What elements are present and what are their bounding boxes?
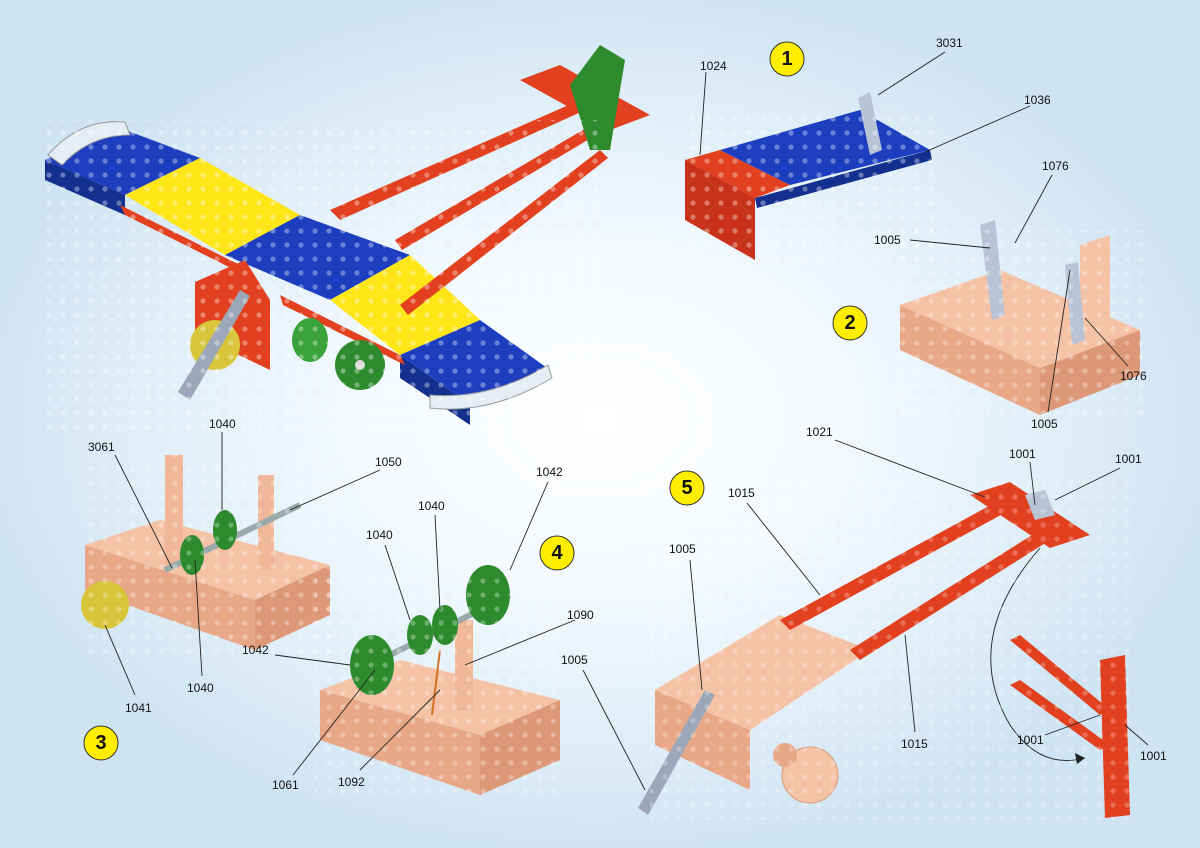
part-label: 1021 xyxy=(806,425,833,439)
part-label: 1001 xyxy=(1009,447,1036,461)
step-3-parts xyxy=(80,455,335,655)
svg-text:3: 3 xyxy=(95,732,106,754)
part-label: 1040 xyxy=(366,528,393,542)
svg-text:5: 5 xyxy=(681,477,692,499)
step-badge-3: 3 xyxy=(83,725,119,761)
part-label: 1040 xyxy=(209,417,236,431)
step-badge-1: 1 xyxy=(769,41,805,77)
step-badge-2: 2 xyxy=(832,305,868,341)
part-label: 1040 xyxy=(418,499,445,513)
step-1-parts xyxy=(685,92,935,260)
part-label: 1042 xyxy=(242,643,269,657)
step-2-parts xyxy=(900,220,1145,420)
part-label: 3031 xyxy=(936,36,963,50)
part-label: 1076 xyxy=(1120,369,1147,383)
part-label: 1001 xyxy=(1140,749,1167,763)
part-label: 1092 xyxy=(338,775,365,789)
part-label: 1061 xyxy=(272,778,299,792)
part-label: 1005 xyxy=(874,233,901,247)
finished-airplane-model xyxy=(45,45,650,430)
part-label: 1042 xyxy=(536,465,563,479)
part-label: 1036 xyxy=(1024,93,1051,107)
part-label: 1005 xyxy=(669,542,696,556)
part-label: 1040 xyxy=(187,681,214,695)
step-badge-5: 5 xyxy=(669,470,705,506)
part-label: 1090 xyxy=(567,608,594,622)
part-label: 1050 xyxy=(375,455,402,469)
part-label: 1024 xyxy=(700,59,727,73)
part-label: 3061 xyxy=(88,440,115,454)
svg-text:2: 2 xyxy=(844,312,855,334)
part-label: 1076 xyxy=(1042,159,1069,173)
leader-lines xyxy=(104,51,1149,791)
part-label: 1041 xyxy=(125,701,152,715)
part-label: 1005 xyxy=(561,653,588,667)
part-label: 1015 xyxy=(728,486,755,500)
svg-text:4: 4 xyxy=(551,542,563,564)
step-5-parts xyxy=(638,480,1130,820)
step-badge-4: 4 xyxy=(539,535,575,571)
part-labels: 1024 3031 1036 1076 1005 1076 1005 3061 … xyxy=(88,36,1167,792)
part-label: 1001 xyxy=(1017,733,1044,747)
svg-text:1: 1 xyxy=(781,48,792,70)
part-label: 1015 xyxy=(901,737,928,751)
part-label: 1005 xyxy=(1031,417,1058,431)
part-label: 1001 xyxy=(1115,452,1142,466)
step-4-parts xyxy=(315,565,565,800)
